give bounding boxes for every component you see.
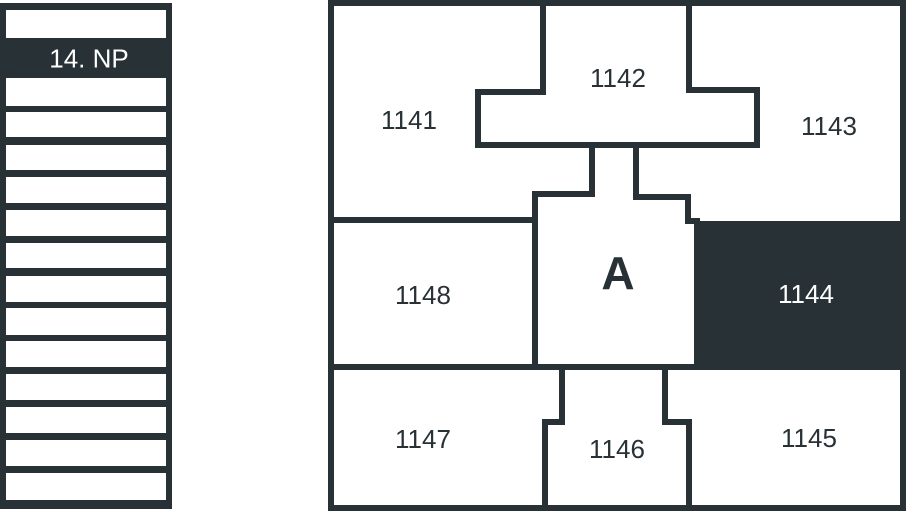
plan: 1141 1142 1143 1144 1145 1146 1147 1148 … — [328, 0, 906, 511]
room-1143[interactable]: 1143 — [801, 111, 857, 141]
floor-row[interactable] — [6, 10, 166, 38]
room-1144-fill[interactable] — [697, 221, 906, 367]
floor-row[interactable] — [6, 374, 166, 400]
floor-label[interactable]: 14. NP — [49, 43, 129, 73]
floor-row[interactable] — [6, 407, 166, 433]
floor-row[interactable] — [6, 243, 166, 268]
floor-row[interactable] — [6, 112, 166, 137]
floor-row[interactable] — [6, 440, 166, 466]
room-1144[interactable]: 1144 — [778, 279, 834, 309]
room-1142[interactable]: 1142 — [590, 63, 646, 93]
room-1147[interactable]: 1147 — [395, 424, 451, 454]
plan-walls — [328, 0, 906, 511]
room-1145[interactable]: 1145 — [781, 423, 837, 453]
room-1141[interactable]: 1141 — [381, 105, 437, 135]
room-1148[interactable]: 1148 — [395, 280, 451, 310]
floor-row[interactable] — [3, 40, 169, 77]
floor-row[interactable] — [6, 276, 166, 302]
floor-row[interactable] — [6, 308, 166, 335]
floor-row[interactable] — [6, 473, 166, 500]
floor-row[interactable] — [6, 145, 166, 170]
floor-row[interactable] — [6, 210, 166, 236]
core-label: A — [601, 247, 634, 299]
room-1146[interactable]: 1146 — [589, 434, 645, 464]
floor-row[interactable] — [6, 341, 166, 367]
floor-row[interactable] — [6, 78, 166, 106]
floor-selector: 14. NP — [0, 3, 172, 509]
floor-row[interactable] — [6, 177, 166, 203]
